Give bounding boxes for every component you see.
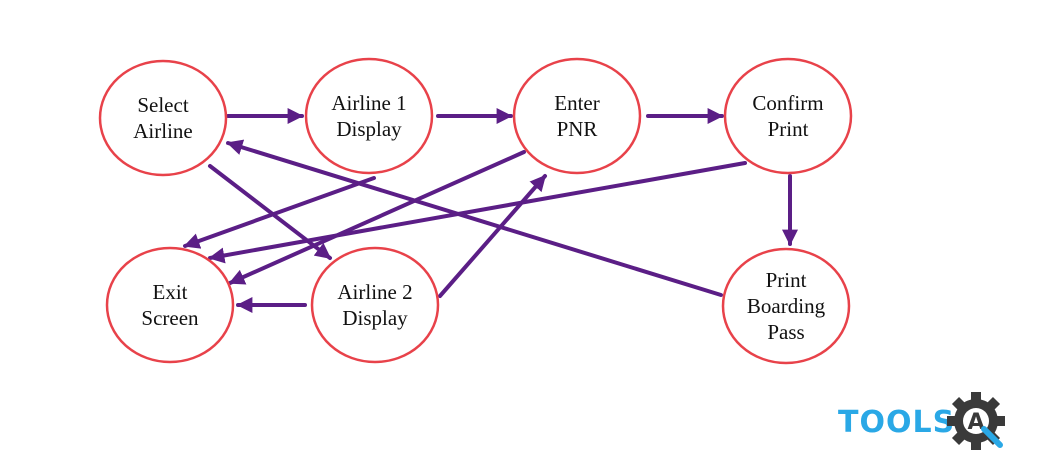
edge-confirm-print-to-exit-screen bbox=[208, 161, 747, 264]
node-circle bbox=[105, 246, 235, 364]
node-circle bbox=[512, 57, 642, 175]
node-label: Select bbox=[137, 93, 188, 117]
node-label: Airline 2 bbox=[337, 280, 412, 304]
node-label: Print bbox=[766, 268, 807, 292]
node-circle bbox=[310, 246, 440, 364]
node-label: Display bbox=[342, 306, 408, 330]
node-label: Confirm bbox=[752, 91, 823, 115]
node-label: Enter bbox=[554, 91, 599, 115]
edge-enter-pnr-to-exit-screen bbox=[228, 150, 526, 285]
node-label: Airline 1 bbox=[331, 91, 406, 115]
edges-layer bbox=[183, 108, 798, 313]
node-label: Print bbox=[768, 117, 809, 141]
node-label: Screen bbox=[141, 306, 199, 330]
logo-text: TOOLS bbox=[838, 405, 955, 440]
edge-print-boarding-pass-to-select-airline bbox=[226, 139, 723, 297]
edge-airline-2-display-to-enter-pnr bbox=[438, 174, 547, 298]
node-label: Airline bbox=[133, 119, 192, 143]
logo-mark: A bbox=[967, 410, 984, 435]
gear-icon: A bbox=[947, 392, 1005, 450]
node-circle bbox=[98, 59, 228, 177]
node-label: PNR bbox=[557, 117, 598, 141]
edge-airline-1-display-to-exit-screen bbox=[183, 176, 376, 249]
node-circle bbox=[721, 247, 851, 365]
node-label: Pass bbox=[767, 320, 804, 344]
node-label: Display bbox=[336, 117, 402, 141]
node-label: Exit bbox=[153, 280, 188, 304]
node-circle bbox=[723, 57, 853, 175]
node-label: Boarding bbox=[747, 294, 826, 318]
edge-select-airline-to-airline-2-display bbox=[208, 164, 332, 260]
node-circle bbox=[304, 57, 434, 175]
tools-qa-logo: TOOLS A bbox=[838, 392, 1005, 450]
